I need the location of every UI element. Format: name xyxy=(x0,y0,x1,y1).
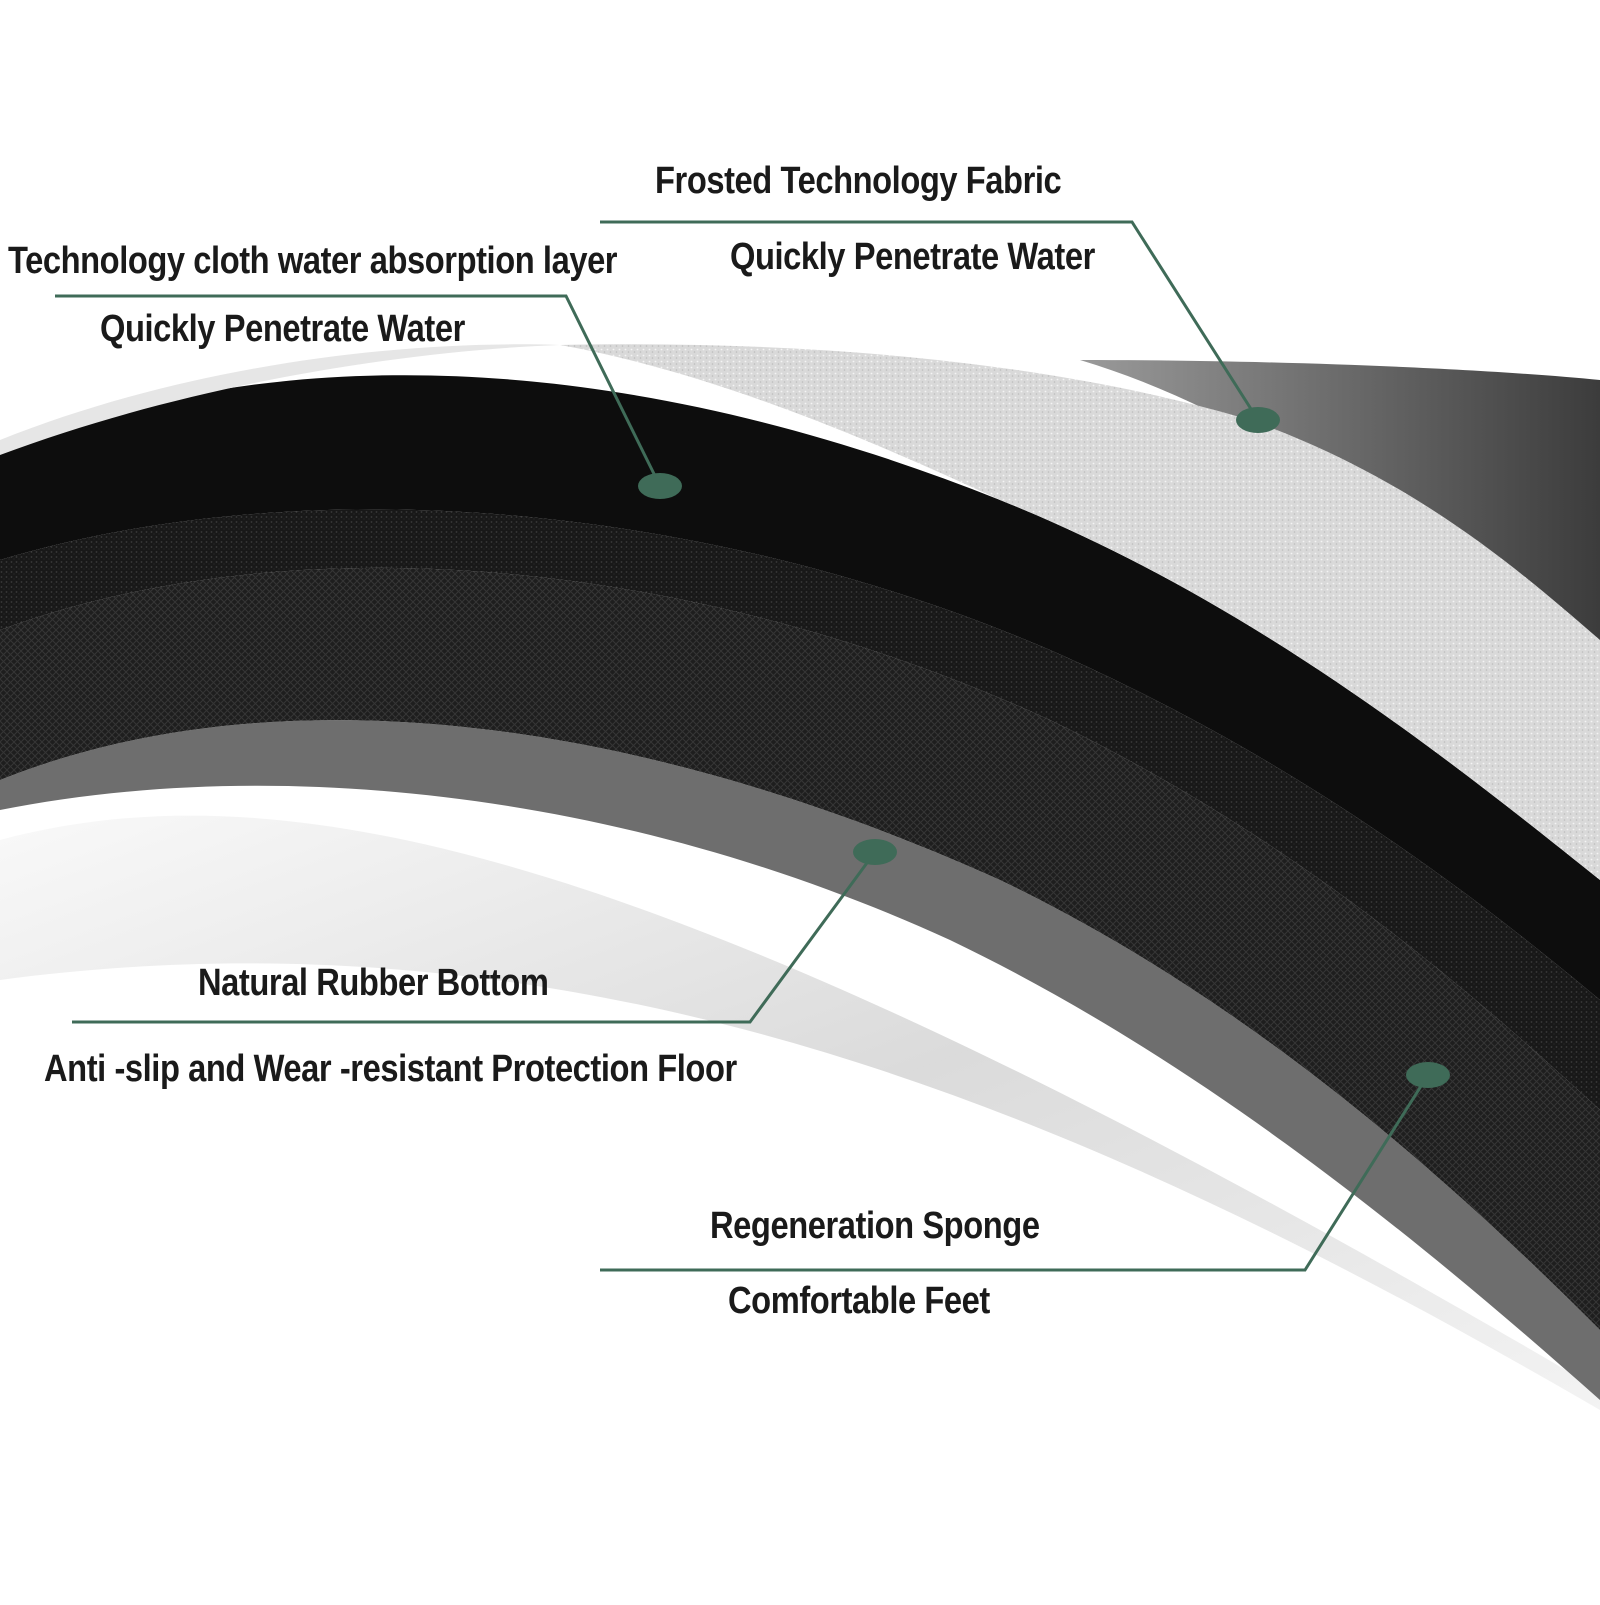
absorption-layer xyxy=(0,375,1600,1000)
rubber-title: Natural Rubber Bottom xyxy=(198,962,549,1004)
sponge-layer xyxy=(0,567,1600,1330)
absorption-title: Technology cloth water absorption layer xyxy=(8,240,618,282)
floor-shadow-gradient xyxy=(0,815,1600,1410)
back-fold xyxy=(1080,360,1600,720)
sponge-subtitle: Comfortable Feet xyxy=(728,1280,990,1322)
absorption-marker-dot xyxy=(638,473,682,499)
rubber-layer xyxy=(0,720,1600,1400)
frosted-title: Frosted Technology Fabric xyxy=(655,160,1062,202)
dark-interlayer xyxy=(0,509,1600,1110)
absorption-leader-line xyxy=(55,294,662,487)
absorption-subtitle: Quickly Penetrate Water xyxy=(100,308,465,350)
rubber-subtitle: Anti -slip and Wear -resistant Protectio… xyxy=(44,1048,737,1090)
frosted-fabric-layer xyxy=(560,344,1600,880)
rubber-leader-line xyxy=(72,851,877,1024)
rubber-marker-dot xyxy=(853,839,897,865)
frosted-subtitle: Quickly Penetrate Water xyxy=(730,236,1095,278)
sponge-marker-dot xyxy=(1406,1062,1450,1088)
top-edge-highlight xyxy=(0,344,560,455)
frosted-leader-line xyxy=(600,220,1260,421)
sponge-leader-line xyxy=(600,1074,1430,1272)
frosted-marker-dot xyxy=(1236,407,1280,433)
floor-shadow xyxy=(0,812,1600,1600)
sponge-title: Regeneration Sponge xyxy=(710,1205,1040,1247)
